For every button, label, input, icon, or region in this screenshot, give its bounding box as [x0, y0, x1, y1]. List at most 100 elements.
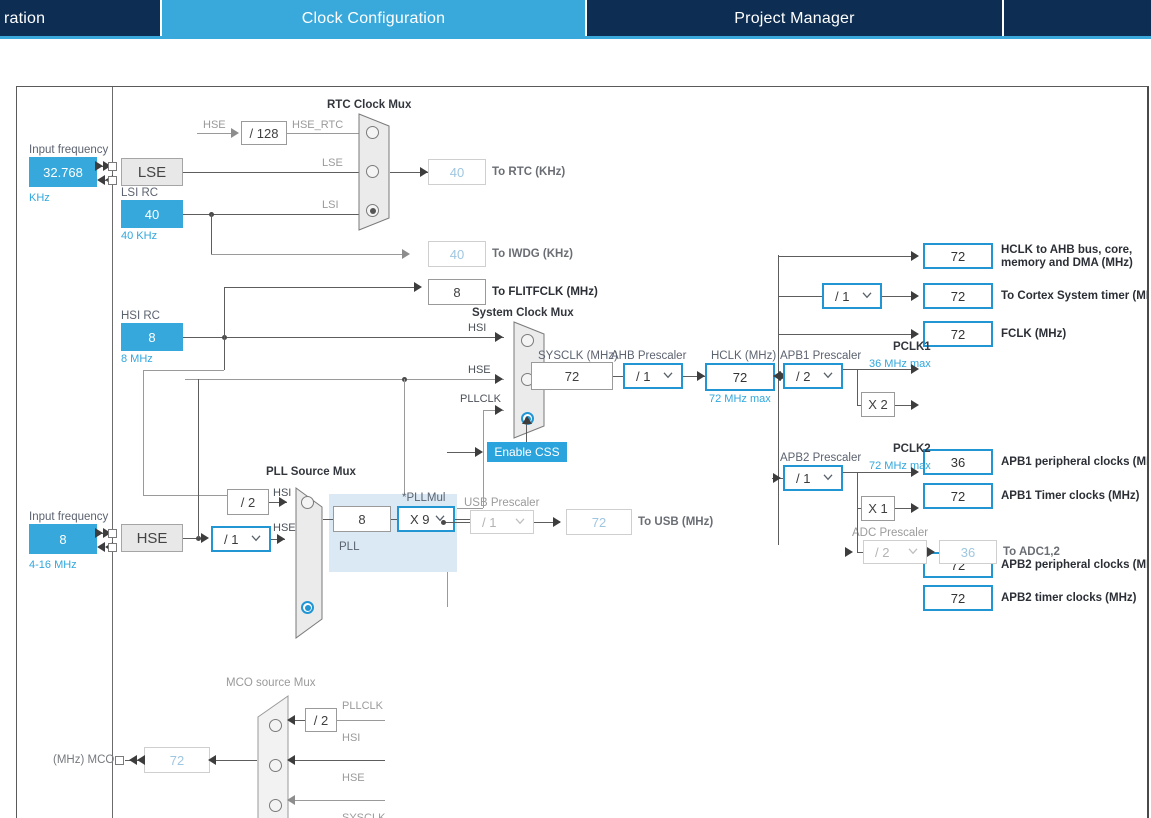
pllmul-label: *PLLMul — [402, 492, 446, 504]
wire-label-lsi: LSI — [322, 199, 339, 211]
output-value-1: 72 — [923, 283, 993, 309]
tab-project-manager[interactable]: Project Manager — [587, 0, 1002, 38]
system-clock-mux[interactable] — [513, 321, 545, 439]
chevron-down-icon — [862, 292, 872, 299]
tab-pinout-configuration[interactable]: ration — [0, 0, 164, 38]
chevron-down-icon — [663, 372, 673, 379]
output-label-1: To Cortex System timer (MHz) — [1001, 290, 1149, 302]
pllmul-select[interactable]: X 9 — [397, 506, 455, 532]
hsi-rc-value[interactable]: 8 — [121, 323, 183, 351]
arrow — [97, 175, 105, 185]
wire — [843, 369, 917, 370]
apb1-prescaler-value: / 2 — [796, 368, 811, 384]
arrow — [279, 497, 287, 507]
wire — [323, 519, 333, 520]
chevron-down-icon — [908, 548, 918, 555]
apb2-prescaler-select[interactable]: / 1 — [783, 465, 843, 491]
arrow — [911, 329, 919, 339]
output-value-3: 36 — [923, 449, 993, 475]
wire-hse-to-sysmux — [185, 379, 504, 380]
sysclk-mux-option-hsi[interactable] — [521, 334, 534, 347]
wire — [269, 502, 287, 503]
hse-divider-select[interactable]: / 1 — [211, 526, 271, 552]
pll-source-mux-option-hsi[interactable] — [301, 496, 314, 509]
wire — [143, 370, 144, 495]
rtc-mux-option-hse-rtc[interactable] — [366, 126, 379, 139]
wire — [289, 760, 385, 761]
wire — [895, 508, 917, 509]
wire-label-hsi: HSI — [468, 322, 487, 334]
lse-input-frequency-field[interactable]: 32.768 — [29, 157, 97, 187]
wire — [778, 256, 917, 257]
mco-pll-divider: / 2 — [305, 708, 337, 732]
tab-extra[interactable] — [1004, 0, 1151, 38]
tab-separator-2 — [585, 0, 587, 38]
mco-mux-option-pllclk[interactable] — [269, 719, 282, 732]
wire — [526, 424, 527, 442]
rtc-mux-option-lsi[interactable] — [366, 204, 379, 217]
lsi-rc-value[interactable]: 40 — [121, 200, 183, 228]
apb1-timer-multiplier: X 2 — [861, 392, 895, 417]
wire-lsi-to-mux — [183, 214, 372, 215]
wire — [391, 519, 399, 520]
clock-tree-canvas[interactable]: Input frequency 32.768 KHz LSE LSI RC 40… — [16, 86, 1149, 818]
adc-prescaler-select[interactable]: / 2 — [863, 540, 927, 564]
pll-input-value: 8 — [333, 506, 391, 532]
hclk-value: 72 — [705, 363, 775, 391]
arrow — [97, 542, 105, 552]
arrow — [773, 473, 781, 483]
hse-oscillator-block[interactable]: HSE — [121, 524, 183, 552]
wire-label-hse: HSE — [273, 522, 296, 534]
wire — [857, 552, 863, 553]
pclk1-label: PCLK1 — [893, 341, 931, 353]
to-rtc-label: To RTC (KHz) — [492, 166, 566, 178]
arrow — [137, 755, 145, 765]
apb1-prescaler-select[interactable]: / 2 — [783, 363, 843, 389]
output-value-0: 72 — [923, 243, 993, 269]
output-label-0: HCLK to AHB bus, core, memory and DMA (M… — [1001, 244, 1133, 269]
mco-mux-option-hse[interactable] — [269, 799, 282, 812]
ahb-prescaler-select[interactable]: / 1 — [623, 363, 683, 389]
wire-lsi-to-iwdg — [211, 254, 408, 255]
pll-source-mux-option-hse[interactable] — [301, 601, 314, 614]
cortex-prescaler-value: / 1 — [835, 288, 850, 304]
wire-lse-to-mux — [183, 172, 372, 173]
arrow — [208, 755, 216, 765]
wire-to-flitfclk — [224, 287, 420, 288]
arrow — [287, 795, 295, 805]
arrow — [845, 547, 853, 557]
hse-input-frequency-field[interactable]: 8 — [29, 524, 97, 554]
hse-input-frequency-label: Input frequency — [29, 511, 109, 523]
pll-source-mux[interactable] — [295, 487, 323, 639]
wire-label-hse-rtc: HSE_RTC — [292, 119, 344, 131]
chevron-down-icon — [435, 515, 445, 522]
tab-underline — [0, 36, 1151, 39]
enable-css-button[interactable]: Enable CSS — [487, 442, 567, 462]
lsi-rc-unit: 40 KHz — [121, 230, 158, 242]
arrow — [95, 161, 103, 171]
apb2-prescaler-label: APB2 Prescaler — [780, 452, 862, 464]
arrow — [129, 755, 137, 765]
apb2-max-label: 72 MHz max — [869, 460, 931, 472]
lse-oscillator-block[interactable]: LSE — [121, 158, 183, 186]
arrow — [201, 533, 209, 543]
wire — [882, 296, 917, 297]
wire-label-lse: LSE — [322, 157, 343, 169]
mco-source-mux-title: MCO source Mux — [226, 677, 316, 689]
rtc-mux-option-lse[interactable] — [366, 165, 379, 178]
rtc-clock-mux[interactable] — [358, 113, 390, 231]
output-label-3: APB1 peripheral clocks (MHz) — [1001, 456, 1149, 468]
usb-prescaler-select[interactable]: / 1 — [470, 510, 534, 534]
tab-clock-configuration[interactable]: Clock Configuration — [162, 0, 585, 38]
lsi-rc-title: LSI RC — [121, 187, 159, 199]
wire — [857, 369, 858, 405]
arrow — [287, 715, 295, 725]
mco-source-mux[interactable] — [257, 695, 289, 818]
wire — [444, 522, 470, 523]
wire-label-hse: HSE — [468, 364, 491, 376]
hse-divider-value: / 1 — [224, 531, 239, 547]
output-label-2: FCLK (MHz) — [1001, 328, 1067, 340]
mco-mux-option-hsi[interactable] — [269, 759, 282, 772]
wire — [224, 337, 225, 370]
cortex-prescaler-select[interactable]: / 1 — [822, 283, 882, 309]
